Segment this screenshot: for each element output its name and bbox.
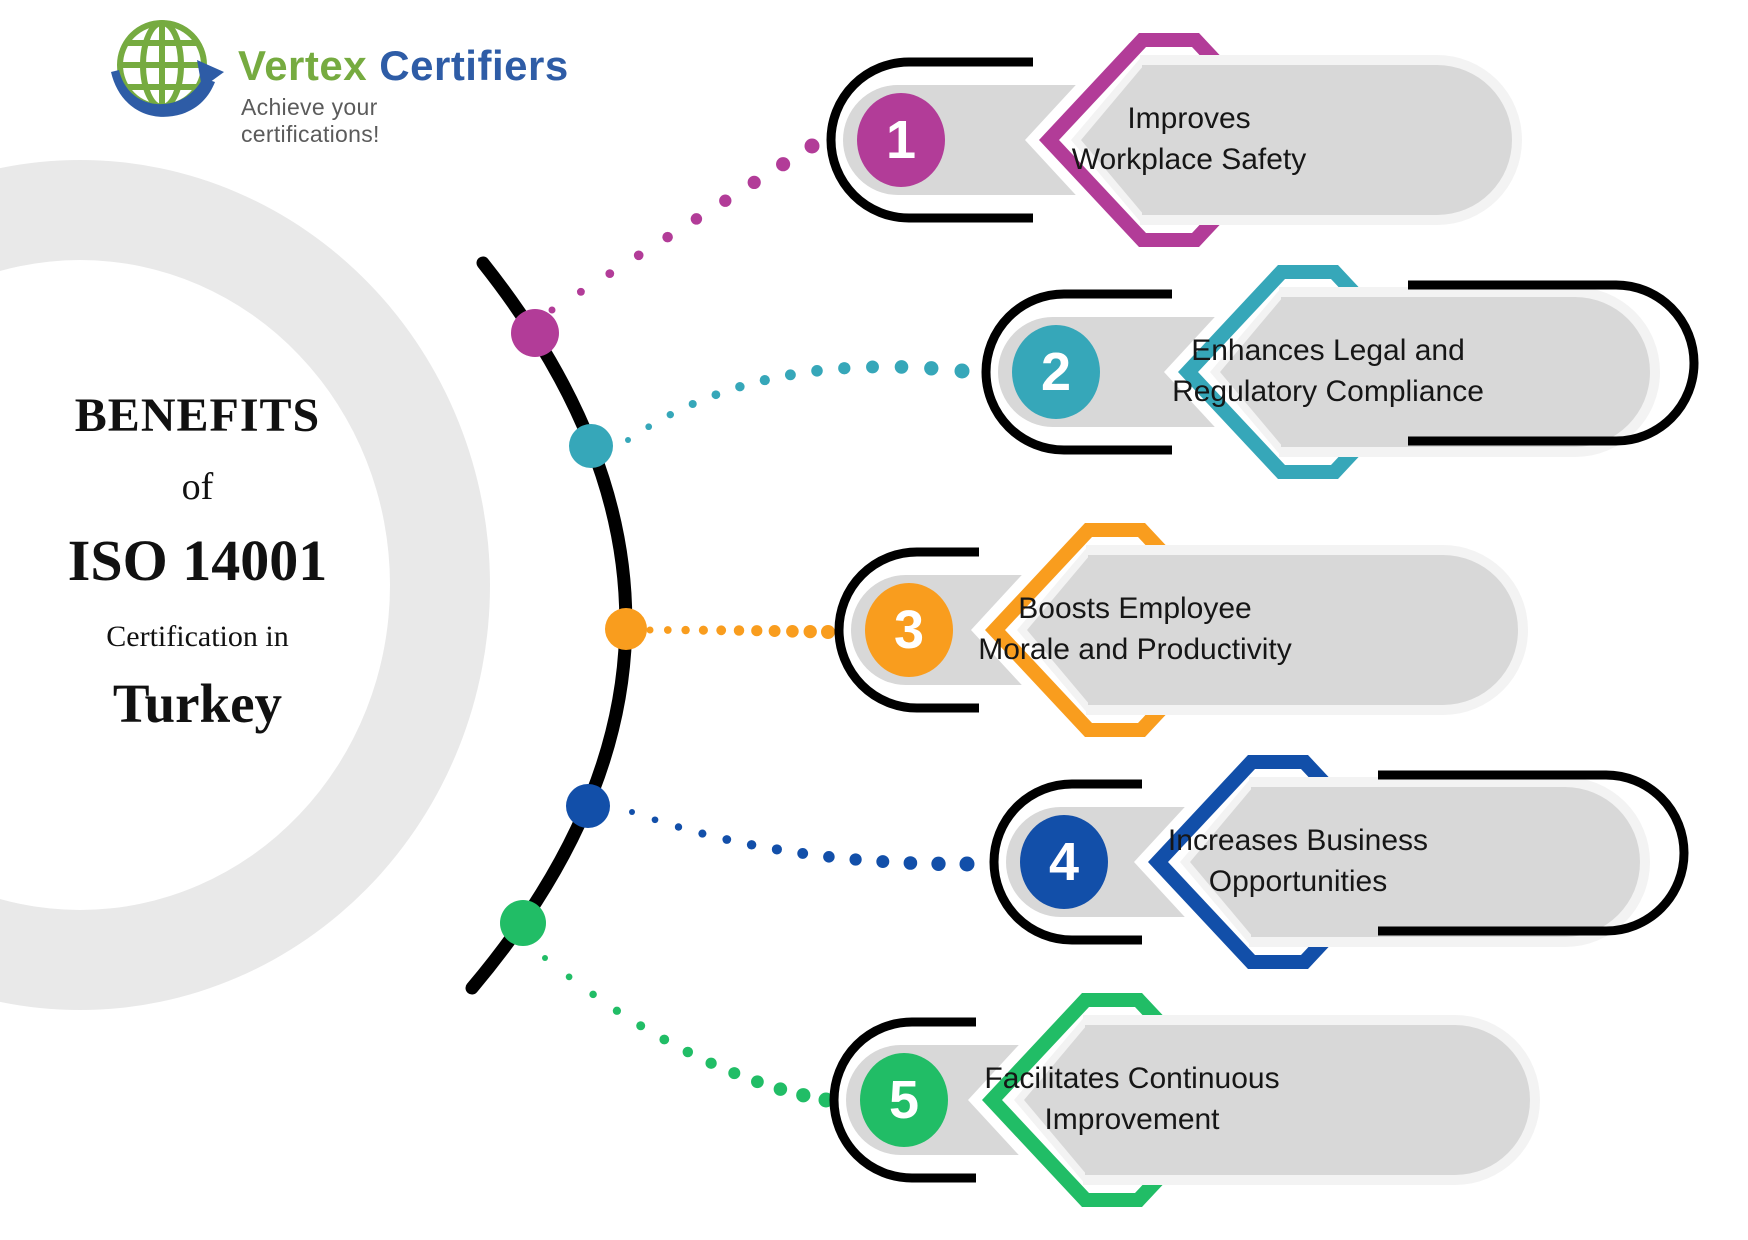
item-number-badge: 3 — [865, 583, 953, 677]
globe-arrow-logo-icon — [111, 20, 224, 117]
timeline-dot-3 — [605, 608, 647, 650]
item-outline-right — [1378, 770, 1689, 936]
timeline-dot-4 — [566, 784, 610, 828]
benefit-label-line2: Regulatory Compliance — [1172, 375, 1484, 408]
item-number-badge: 4 — [1020, 815, 1108, 909]
item-outline-left — [989, 779, 1142, 945]
item-outline-left — [826, 57, 1033, 223]
title-certification-in: Certification in — [106, 620, 289, 653]
item-number-badge: 2 — [1012, 325, 1100, 419]
benefit-label-line1: Facilitates Continuous — [984, 1062, 1280, 1095]
timeline-dot-5 — [500, 900, 546, 946]
item-number-badge: 1 — [857, 93, 945, 187]
benefit-label-line2: Opportunities — [1208, 865, 1388, 898]
dotted-connector-5 — [542, 955, 834, 1108]
benefit-band — [1281, 297, 1650, 447]
dotted-connector-2 — [625, 360, 970, 443]
item-outline-right — [1408, 280, 1699, 446]
title-of: of — [181, 466, 214, 508]
item-outline-left — [829, 1017, 976, 1183]
benefit-label-line1: Increases Business — [1167, 824, 1429, 857]
item-outline-left — [834, 547, 979, 713]
benefit-label-line2: Workplace Safety — [1071, 143, 1307, 176]
benefit-label-line2: Morale and Productivity — [978, 633, 1292, 666]
dotted-connector-4 — [629, 809, 975, 872]
item-outline-left — [981, 289, 1172, 455]
brand-name-primary: Vertex — [238, 42, 368, 89]
benefit-label-line1: Enhances Legal and — [1191, 334, 1465, 367]
item-number-badge: 5 — [860, 1053, 948, 1147]
benefit-band — [1088, 555, 1518, 705]
brand-name: Vertex Certifiers — [238, 42, 569, 90]
benefit-label-line1: Improves — [1127, 102, 1251, 135]
timeline-dot-1 — [511, 309, 559, 357]
title-benefits: BENEFITS — [74, 389, 321, 442]
brand-name-secondary: Certifiers — [379, 42, 569, 89]
benefit-band — [1085, 1025, 1530, 1175]
dotted-connector-1 — [548, 138, 820, 314]
dotted-connector-3 — [646, 624, 835, 639]
title-standard: ISO 14001 — [67, 528, 328, 593]
benefit-label-line2: Improvement — [1044, 1103, 1220, 1136]
timeline-curve — [465, 256, 633, 995]
benefit-band — [1142, 65, 1512, 215]
benefit-band — [1251, 787, 1640, 937]
brand-tagline: Achieve your certifications! — [241, 94, 380, 147]
benefit-label-line1: Boosts Employee — [1018, 592, 1252, 625]
title-country: Turkey — [112, 673, 283, 734]
timeline-dot-2 — [569, 424, 613, 468]
page-title: BENEFITS of ISO 14001 Certification in T… — [15, 388, 380, 735]
